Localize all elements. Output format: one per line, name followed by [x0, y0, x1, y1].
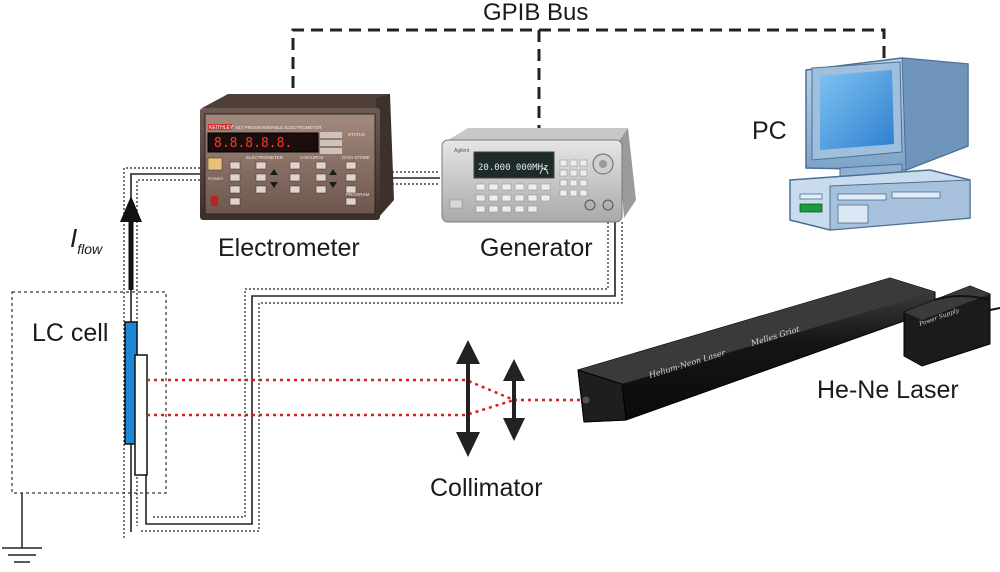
pc-label: PC [752, 117, 787, 145]
electrometer-device: KEITHLEY 617 PROGRAMMABLE ELECTROMETER 8… [200, 94, 394, 220]
electrometer-model: 617 PROGRAMMABLE ELECTROMETER [236, 125, 322, 130]
collimator-label: Collimator [430, 474, 543, 502]
laser-device: Helium-Neon Laser Melles Griot Power Sup… [577, 277, 1000, 423]
gpib-bus-label: GPIB Bus [483, 0, 588, 26]
electrometer-section-program: PROGRAM [346, 192, 370, 197]
electrometer-section-electrometer: ELECTROMETER [246, 155, 284, 160]
electrometer-label: Electrometer [218, 234, 360, 262]
electrometer-status-label: STATUS [348, 132, 365, 137]
electrometer-power-label: POWER [208, 176, 223, 181]
electrometer-readout: 8.8.8.8.8. [214, 136, 292, 151]
electrometer-section-vsource: V-SOURCE [300, 155, 324, 160]
lc-cell-label: LC cell [32, 319, 108, 347]
ground-icon [2, 493, 42, 563]
pc-icon [789, 57, 971, 231]
generator-buttons [475, 159, 588, 213]
generator-label: Generator [480, 234, 593, 262]
lc-cell-enclosure [11, 291, 167, 494]
current-flow-arrow [120, 196, 142, 290]
electrometer-brand: KEITHLEY [209, 125, 234, 131]
cable-generator-lc [140, 222, 623, 532]
lc-cell-substrate [134, 354, 148, 476]
electrometer-buttons [229, 161, 357, 206]
laser-label: He-Ne Laser [817, 376, 959, 404]
collimator-lens-large [456, 340, 480, 457]
generator-device: Agilent 20.000 000MHz [441, 128, 636, 223]
laser-beam [147, 378, 584, 417]
generator-brand: Agilent [454, 148, 470, 154]
generator-display: 20.000 000MHz [478, 163, 548, 173]
electrometer-section-datastore: DATA STORE [342, 155, 370, 160]
collimator-lens-small [503, 359, 525, 441]
cable-electrometer-generator [388, 171, 440, 185]
current-flow-label: Iflow [70, 223, 103, 257]
gpib-bus-lines [291, 28, 886, 128]
